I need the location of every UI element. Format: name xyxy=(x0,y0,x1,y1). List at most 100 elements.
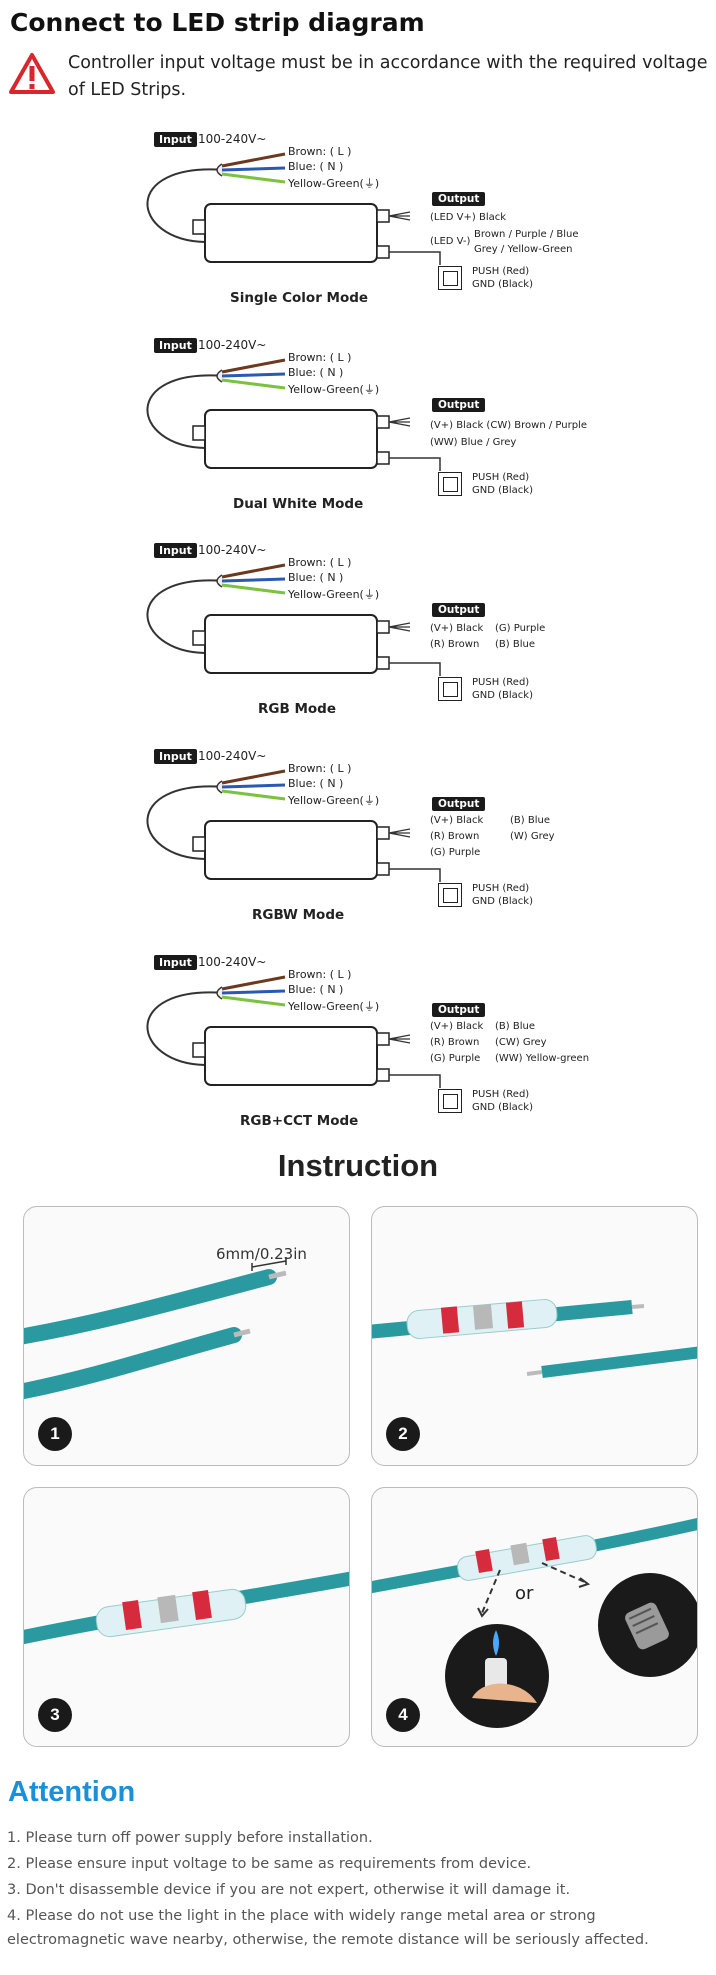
output-label: (V+) Black xyxy=(430,1021,484,1032)
output-label: (CW) Grey xyxy=(495,1037,547,1048)
output-label: (R) Brown xyxy=(430,639,480,650)
wire-brown-label: Brown: ( L ) xyxy=(288,968,352,981)
controller-wiring-illustration xyxy=(146,358,441,471)
input-voltage: 100-240V~ xyxy=(198,749,267,763)
step-card-3: 3 xyxy=(23,1487,350,1747)
attention-item: 1. Please turn off power supply before i… xyxy=(7,1830,373,1846)
output-label: (W) Grey xyxy=(510,831,555,842)
input-voltage: 100-240V~ xyxy=(198,132,267,146)
output-label: (R) Brown xyxy=(430,1037,480,1048)
push-label: PUSH (Red) xyxy=(472,1089,530,1100)
wire-brown-label: Brown: ( L ) xyxy=(288,351,352,364)
output-tag: Output xyxy=(432,797,486,811)
step-card-2: 2 xyxy=(371,1206,698,1466)
output-label: (LED V+) Black xyxy=(430,212,507,223)
wire-blue-label: Blue: ( N ) xyxy=(288,777,344,790)
output-label: (WW) Blue / Grey xyxy=(430,437,517,448)
output-label: (V+) Black xyxy=(430,815,484,826)
wire-blue-label: Blue: ( N ) xyxy=(288,983,344,996)
instruction-title: Instruction xyxy=(277,1148,439,1183)
controller-wiring-illustration xyxy=(146,152,441,265)
input-tag: Input xyxy=(154,749,197,764)
page-title: Connect to LED strip diagram xyxy=(10,8,425,37)
step-number-badge: 2 xyxy=(386,1417,420,1451)
gnd-label: GND (Black) xyxy=(472,690,533,701)
push-label: PUSH (Red) xyxy=(472,472,530,483)
wire-blue-label: Blue: ( N ) xyxy=(288,160,344,173)
diagram-rgb: Input 100-240V~ Brown: ( L ) Blue: ( N )… xyxy=(0,543,716,748)
input-tag: Input xyxy=(154,955,197,970)
output-label: (G) Purple xyxy=(430,1053,481,1064)
attention-title: Attention xyxy=(8,1776,136,1808)
output-label: (WW) Yellow-green xyxy=(495,1053,590,1064)
gnd-label: GND (Black) xyxy=(472,1102,533,1113)
input-tag: Input xyxy=(154,338,197,353)
output-label: (LED V-) xyxy=(430,236,471,247)
wire-brown-label: Brown: ( L ) xyxy=(288,556,352,569)
attention-item: 2. Please ensure input voltage to be sam… xyxy=(7,1856,532,1872)
stripped-wires-illustration xyxy=(24,1257,287,1400)
diagram-rgb-cct: Input 100-240V~ Brown: ( L ) Blue: ( N )… xyxy=(0,955,716,1160)
push-label: PUSH (Red) xyxy=(472,883,530,894)
wire-yellow-green-label: Yellow-Green(⏚) xyxy=(288,588,380,601)
controller-wiring-illustration xyxy=(146,975,441,1088)
wire-yellow-green-label: Yellow-Green(⏚) xyxy=(288,1000,380,1013)
step-number-badge: 1 xyxy=(38,1417,72,1451)
wire-brown-label: Brown: ( L ) xyxy=(288,145,352,158)
wire-yellow-green-label: Yellow-Green(⏚) xyxy=(288,383,380,396)
output-label: (R) Brown xyxy=(430,831,480,842)
connector-on-wire-illustration xyxy=(372,1299,697,1378)
output-label: Grey / Yellow-Green xyxy=(474,244,573,255)
or-label: or xyxy=(515,1583,534,1604)
wire-blue-label: Blue: ( N ) xyxy=(288,366,344,379)
output-label: (V+) Black (CW) Brown / Purple xyxy=(430,420,587,431)
push-label: PUSH (Red) xyxy=(472,677,530,688)
step-number-badge: 4 xyxy=(386,1698,420,1732)
mode-title: RGB Mode xyxy=(258,701,336,717)
gnd-label: GND (Black) xyxy=(472,485,533,496)
wire-yellow-green-label: Yellow-Green(⏚) xyxy=(288,177,380,190)
push-button-icon xyxy=(438,1089,462,1113)
input-voltage: 100-240V~ xyxy=(198,955,267,969)
input-voltage: 100-240V~ xyxy=(198,543,267,557)
gnd-label: GND (Black) xyxy=(472,896,533,907)
output-label: (G) Purple xyxy=(495,623,546,634)
wire-brown-label: Brown: ( L ) xyxy=(288,762,352,775)
warning-icon xyxy=(9,53,55,94)
controller-wiring-illustration xyxy=(146,769,441,882)
inserted-wires-illustration xyxy=(24,1571,349,1645)
output-tag: Output xyxy=(432,1003,486,1017)
attention-item: 4. Please do not use the light in the pl… xyxy=(7,1908,649,1948)
controller-wiring-illustration xyxy=(146,563,441,676)
mode-title: Single Color Mode xyxy=(230,290,369,306)
attention-item: 3. Don't disassemble device if you are n… xyxy=(7,1882,571,1898)
input-tag: Input xyxy=(154,543,197,558)
output-tag: Output xyxy=(432,398,486,412)
diagram-dual-white: Input 100-240V~ Brown: ( L ) Blue: ( N )… xyxy=(0,338,716,543)
input-voltage: 100-240V~ xyxy=(198,338,267,352)
output-label: (B) Blue xyxy=(510,815,550,826)
mode-title: RGB+CCT Mode xyxy=(240,1113,359,1129)
push-button-icon xyxy=(438,677,462,701)
push-label: PUSH (Red) xyxy=(472,266,530,277)
output-tag: Output xyxy=(432,192,486,206)
step-card-1: 6mm/0.23in 1 xyxy=(23,1206,350,1466)
step-card-4: or 4 xyxy=(371,1487,698,1747)
output-label: (B) Blue xyxy=(495,1021,535,1032)
diagram-single-color: Input 100-240V~ Brown: ( L ) Blue: ( N )… xyxy=(0,132,716,337)
heat-shrink-illustration xyxy=(372,1517,697,1728)
push-button-icon xyxy=(438,883,462,907)
input-tag: Input xyxy=(154,132,197,147)
wire-yellow-green-label: Yellow-Green(⏚) xyxy=(288,794,380,807)
wire-blue-label: Blue: ( N ) xyxy=(288,571,344,584)
mode-title: RGBW Mode xyxy=(252,907,345,923)
push-button-icon xyxy=(438,266,462,290)
output-label: Brown / Purple / Blue xyxy=(474,229,579,240)
output-label: (V+) Black xyxy=(430,623,484,634)
gnd-label: GND (Black) xyxy=(472,279,533,290)
output-tag: Output xyxy=(432,603,486,617)
output-label: (G) Purple xyxy=(430,847,481,858)
diagram-rgbw: Input 100-240V~ Brown: ( L ) Blue: ( N )… xyxy=(0,749,716,954)
mode-title: Dual White Mode xyxy=(233,496,364,512)
push-button-icon xyxy=(438,472,462,496)
